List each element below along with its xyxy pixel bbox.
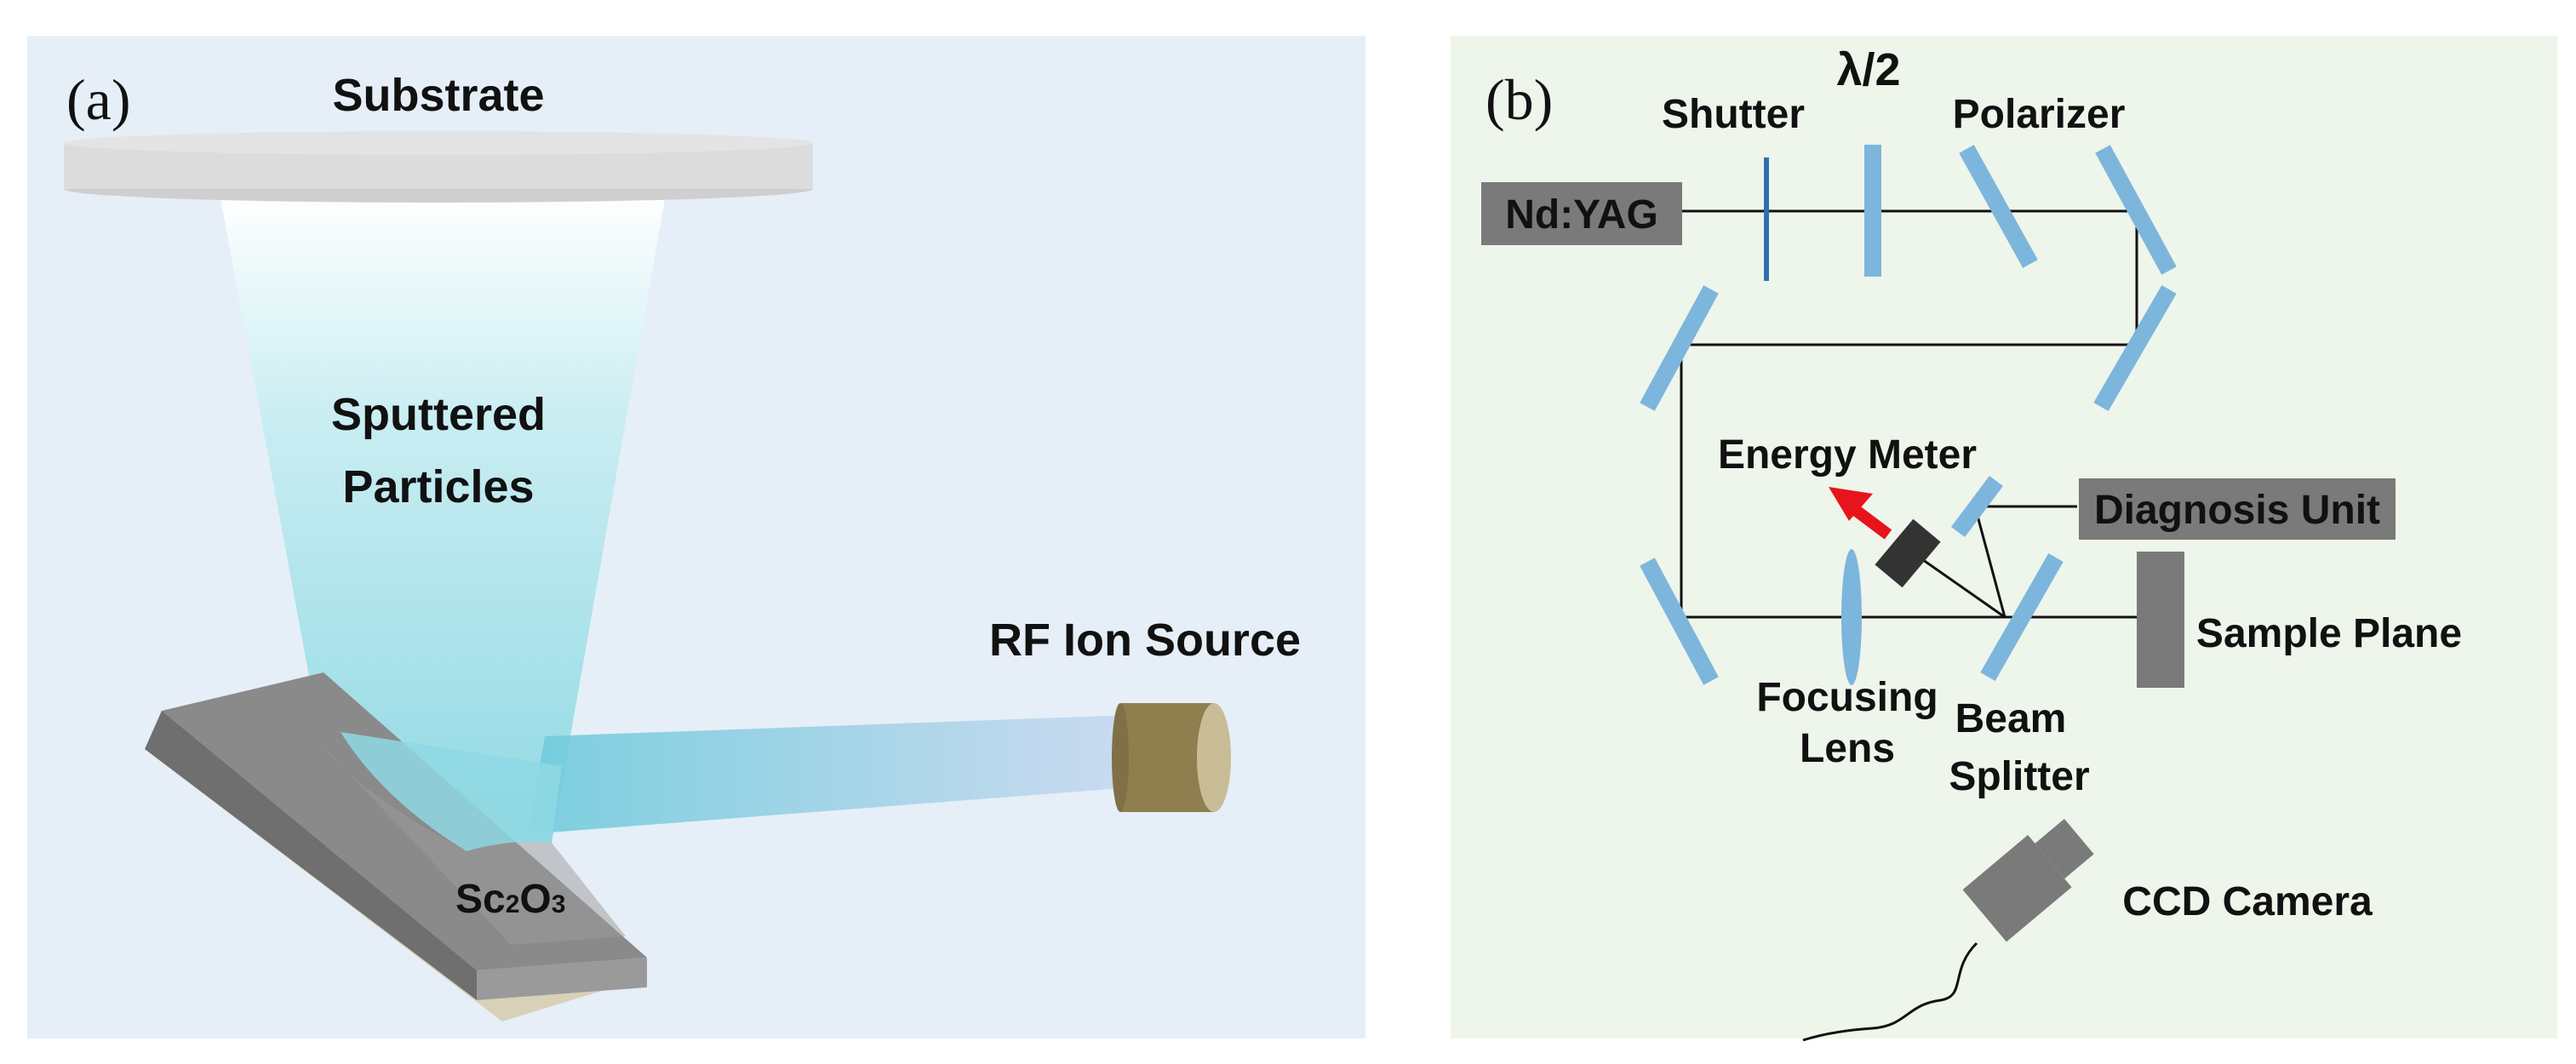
waveplate-label: λ/2: [1836, 44, 1900, 95]
focusing-lens: [1841, 549, 1862, 685]
mirror-top-left: [1640, 285, 1719, 411]
energy-arrow-icon: [1829, 487, 1892, 540]
camera-cable: [1802, 941, 1978, 1042]
diagnosis-pickoff: [1951, 476, 2003, 537]
target-label: Sc2O3: [455, 877, 565, 922]
sample-plane-label: Sample Plane: [2196, 611, 2462, 656]
panel-a-letter: (a): [66, 67, 130, 132]
mirror-mid-right: [2093, 284, 2177, 412]
diagnosis-unit-box: [2079, 478, 2396, 540]
particles-label-line1: Sputtered: [331, 389, 546, 440]
beam-path: [1680, 209, 2138, 619]
shutter-label: Shutter: [1662, 92, 1805, 137]
focusing-label-line1: Focusing: [1756, 675, 1938, 720]
sample-plane-element: [2137, 552, 2184, 688]
camera-label: CCD Camera: [2122, 879, 2373, 924]
sc2o3-target: [145, 672, 647, 1021]
particles-label-line2: Particles: [342, 461, 534, 512]
energy-meter-label: Energy Meter: [1718, 432, 1977, 478]
substrate-disk: [64, 131, 813, 203]
plume-base: [341, 732, 562, 851]
panel-b-letter: (b): [1485, 67, 1553, 132]
energy-meter-detector: [1875, 518, 1941, 588]
mirror-bottom-left: [1640, 558, 1719, 685]
panel-a: (a) Substrate Sputtered Particles Sc2O3: [27, 36, 1365, 1038]
rf-ion-source: [1112, 703, 1231, 812]
substrate-label: Substrate: [332, 70, 544, 121]
focusing-label-line2: Lens: [1800, 726, 1895, 771]
polarizer-element: [1959, 145, 2038, 268]
nd-yag-laser-box: [1481, 182, 1682, 245]
splitter-label-line2: Splitter: [1949, 754, 2089, 799]
ion-source-label: RF Ion Source: [989, 615, 1301, 666]
splitter-label-line1: Beam: [1955, 696, 2067, 741]
ccd-camera: [1962, 818, 2094, 942]
nd-yag-label: Nd:YAG: [1505, 192, 1658, 237]
ion-beam: [528, 715, 1132, 834]
beam-splitter-element: [1980, 553, 2064, 681]
panel-b: (b) Nd:YAG Shutter λ/2 Polarizer: [1451, 36, 2557, 1042]
diagnosis-label: Diagnosis Unit: [2094, 488, 2380, 533]
polarizer-label: Polarizer: [1953, 92, 2126, 137]
mirror-top-right: [2095, 145, 2177, 275]
